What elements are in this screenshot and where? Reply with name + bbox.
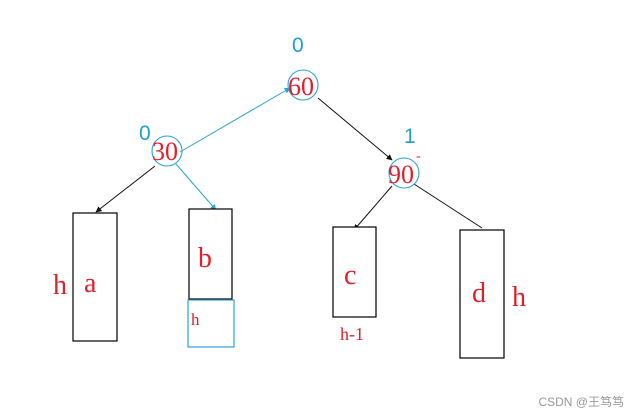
subtree-b-box <box>188 208 233 300</box>
edge-90-to-c <box>353 185 393 231</box>
edge-30-to-b <box>175 163 217 211</box>
subtree-a-box <box>72 212 118 342</box>
node-60-key: 60 <box>288 72 314 101</box>
subtree-b-inserted-label: h <box>191 310 200 329</box>
node-30-key: 30 <box>152 137 178 166</box>
edge-30-to-a <box>95 165 156 213</box>
node-90-balance: 1 <box>404 125 416 148</box>
node-90-minus-mark: - <box>416 149 421 164</box>
node-30-balance: 0 <box>139 122 151 145</box>
node-circle-30 <box>151 135 183 167</box>
edge-90-to-d <box>413 183 483 229</box>
subtree-c-height: h-1 <box>340 324 364 344</box>
subtree-a-height: h <box>53 270 67 301</box>
subtree-d-box <box>459 229 505 359</box>
subtree-d-height: h <box>512 282 526 313</box>
subtree-d-label: d <box>472 278 486 309</box>
node-90-key: 90 <box>388 160 414 189</box>
subtree-c-label: c <box>344 260 356 291</box>
csdn-watermark: CSDN @王笃笃 <box>538 395 624 409</box>
subtree-b-inserted-box <box>187 299 235 348</box>
subtree-a-label: a <box>84 268 97 299</box>
subtree-c-box <box>332 226 377 318</box>
edge-30-to-60 <box>179 87 291 153</box>
subtree-b-label: b <box>198 243 212 274</box>
edge-60-to-90 <box>317 97 393 161</box>
node-circle-60 <box>287 69 319 101</box>
node-60-balance: 0 <box>292 34 304 57</box>
node-circle-90 <box>388 157 420 189</box>
